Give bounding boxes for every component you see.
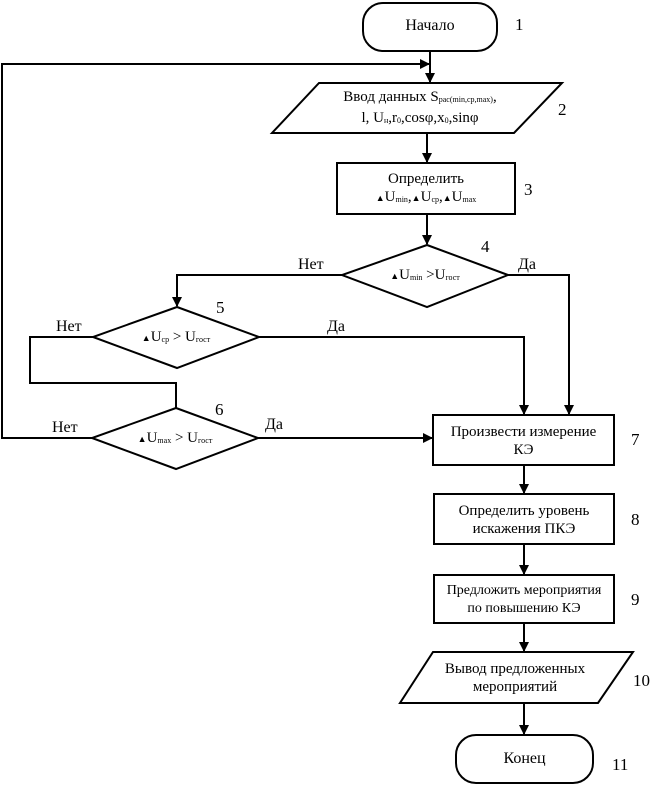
formula-text: > U: [169, 329, 196, 345]
formula-text: U: [399, 267, 410, 283]
subscript-text: min: [395, 195, 408, 204]
formula-text: U: [150, 329, 162, 345]
block-3-number: 3: [524, 180, 533, 199]
edge-6-yes-label: Да: [265, 416, 284, 433]
subscript-text: min: [409, 273, 423, 282]
block-9-number: 9: [631, 590, 640, 609]
formula-text: U: [451, 189, 463, 205]
block-9-text: Предложить мероприятия по повышению КЭ: [434, 582, 614, 618]
formula-text: ,: [407, 189, 412, 205]
edge-5-7-yes: [259, 336, 529, 415]
block-10-line2: мероприятий: [472, 679, 558, 695]
subscript-text: 0: [396, 116, 401, 125]
formula-text: l, U: [361, 110, 384, 126]
block-10-number: 10: [633, 671, 650, 690]
block-2-text: Ввод данных Spac(min,cp,max), l, Uн,r0,c…: [300, 88, 540, 130]
formula-text: ,r: [388, 110, 397, 126]
block-7-number: 7: [631, 430, 640, 449]
formula-text: U: [146, 430, 158, 446]
formula-text: ,: [439, 189, 443, 205]
block-7-line1: Произвести измерение: [450, 424, 597, 440]
edge-4-yes-label: Да: [518, 256, 537, 273]
block-3-line2: ▲Umin,▲Ucp,▲Umax: [337, 188, 515, 209]
block-1-number: 1: [515, 15, 524, 34]
block-8-line2: искажения ПКЭ: [472, 521, 576, 537]
block-2-input: [269, 82, 565, 134]
delta-icon: ▲: [411, 193, 421, 203]
formula-text: U: [384, 189, 396, 205]
block-8-number: 8: [631, 510, 640, 529]
formula-text: >U: [422, 267, 446, 283]
block-5-number: 5: [216, 298, 225, 317]
block-10-output: [398, 651, 635, 704]
delta-icon: ▲: [137, 434, 147, 444]
block-1-text: Начало: [405, 17, 455, 34]
block-11-number: 11: [612, 755, 629, 774]
block-4-number: 4: [481, 237, 490, 256]
edge-4-7-yes: [508, 274, 574, 415]
block-9-line2: по повышению КЭ: [467, 601, 581, 616]
block-10-line1: Вывод предложенных: [444, 661, 586, 677]
edge-4-no-label: Нет: [298, 256, 324, 273]
edge-4-5-no: [172, 274, 342, 307]
block-8-text: Определить уровень искажения ПКЭ: [434, 502, 614, 538]
block-3-line1: Определить: [387, 171, 465, 187]
block-3-text: Определить ▲Umin,▲Ucp,▲Umax: [337, 170, 515, 209]
block-2-line1: Ввод данных Spac(min,cp,max),: [343, 89, 497, 105]
block-6-number: 6: [215, 400, 224, 419]
block-11-text: Конец: [503, 750, 546, 767]
delta-icon: ▲: [442, 193, 452, 203]
subscript-text: cp: [161, 335, 170, 344]
block-2-line2: l, Uн,r0,cosφ,x0,sinφ: [300, 109, 540, 130]
edge-5-yes-label: Да: [327, 318, 346, 335]
subscript-text: гост: [198, 436, 213, 445]
delta-icon: ▲: [375, 193, 385, 203]
block-10-text: Вывод предложенных мероприятий: [415, 660, 615, 696]
block-8-line1: Определить уровень: [458, 503, 590, 519]
delta-icon: ▲: [390, 271, 400, 281]
edge-6-no-label: Нет: [52, 419, 78, 436]
edge-5-no-label: Нет: [56, 318, 82, 335]
subscript-text: 0: [444, 116, 449, 125]
edge-5-6-no: [29, 336, 177, 408]
block-7-text: Произвести измерение КЭ: [433, 423, 614, 459]
formula-text: > U: [171, 430, 198, 446]
subscript-text: гост: [445, 273, 460, 282]
subscript-text: н: [383, 116, 389, 125]
formula-text: ,cosφ,x: [400, 110, 445, 126]
subscript-text: гост: [195, 335, 211, 344]
block-11-terminal: [455, 734, 594, 784]
block-6-condition: ▲Umax > Uгост: [92, 429, 258, 450]
formula-text: ,sinφ: [448, 110, 479, 126]
block-6-decision: [89, 406, 261, 471]
subscript-text: cp: [431, 195, 439, 204]
block-9-line1: Предложить мероприятия: [446, 583, 602, 598]
block-5-decision: [90, 305, 262, 370]
block-4-condition: ▲Umin >Uгост: [342, 266, 508, 287]
subscript-text: max: [157, 436, 172, 445]
block-4-decision: [339, 243, 511, 309]
formula-text: U: [420, 189, 432, 205]
block-2-number: 2: [558, 100, 567, 119]
block-7-line2: КЭ: [513, 442, 534, 458]
delta-icon: ▲: [141, 333, 151, 343]
subscript-text: max: [462, 195, 477, 204]
edge-6-2-no: [1, 59, 430, 439]
block-5-condition: ▲Ucp > Uгост: [93, 328, 259, 349]
